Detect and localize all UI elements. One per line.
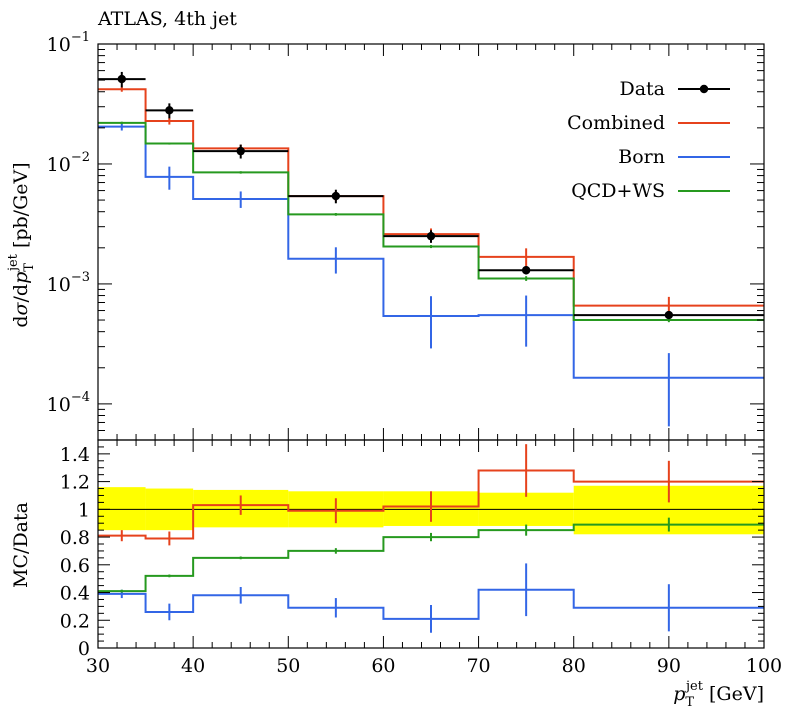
x-tick-label: 70 <box>466 655 490 677</box>
ratio-y-tick-label: 0.6 <box>60 555 90 577</box>
x-axis-label: pTjet [GeV] <box>673 679 764 710</box>
data-point <box>664 310 674 320</box>
ratio-y-tick-label: 1.2 <box>60 472 90 494</box>
data-point <box>236 146 245 156</box>
x-tick-label: 100 <box>746 655 782 677</box>
y-tick-label: 10−1 <box>47 30 90 56</box>
legend-label-combined: Combined <box>567 112 665 134</box>
x-tick-label: 40 <box>181 655 205 677</box>
uncertainty-band-bin <box>98 487 146 531</box>
ratio-y-tick-label: 0 <box>78 638 90 660</box>
legend-label-born: Born <box>618 146 665 168</box>
ratio-y-tick-label: 0.4 <box>60 583 90 605</box>
data-point <box>521 266 531 275</box>
data-point <box>165 106 174 115</box>
ratio-y-tick-label: 0.8 <box>60 527 90 549</box>
data-point <box>426 231 436 241</box>
chart-title: ATLAS, 4th jet <box>97 8 237 30</box>
svg-text:pTjet [GeV]: pTjet [GeV] <box>673 679 764 710</box>
x-tick-label: 80 <box>562 655 586 677</box>
main-y-axis-label: dσ/dpTjet [pb/GeV] <box>6 162 37 327</box>
legend-marker-data <box>699 84 709 94</box>
legend-label-data: Data <box>619 78 665 100</box>
x-tick-label: 90 <box>657 655 681 677</box>
x-tick-label: 50 <box>276 655 300 677</box>
data-point <box>331 191 341 201</box>
ratio-y-tick-label: 1 <box>78 499 90 521</box>
ratio-y-tick-label: 0.2 <box>60 610 90 632</box>
legend-label-qcd-ws: QCD+WS <box>571 180 665 202</box>
y-tick-label: 10−4 <box>47 390 90 416</box>
x-tick-label: 60 <box>371 655 395 677</box>
x-tick-label: 30 <box>86 655 110 677</box>
svg-text:dσ/dpTjet [pb/GeV]: dσ/dpTjet [pb/GeV] <box>6 162 37 327</box>
ratio-y-axis-label: MC/Data <box>10 502 32 588</box>
y-tick-label: 10−3 <box>47 270 90 296</box>
ratio-panel: 30 40 50 60 70 80 90 100 0 0.2 0.4 0.6 0.8 1 1.2 1.4 <box>60 439 782 677</box>
y-tick-label: 10−2 <box>47 150 90 176</box>
ratio-y-tick-label: 1.4 <box>60 444 90 466</box>
data-point <box>117 74 126 84</box>
